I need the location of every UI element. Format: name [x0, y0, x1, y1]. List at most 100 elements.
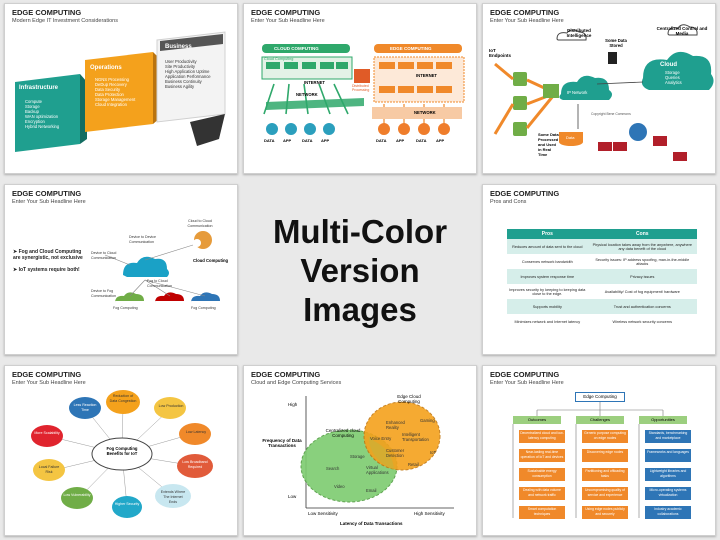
slide-subtitle: Enter Your Sub Headline Here — [490, 18, 564, 24]
item-virtual: Virtual Applications — [366, 465, 389, 475]
slide-subtitle: Enter Your Sub Headline Here — [490, 380, 564, 386]
center-title: Multi-Color Version Images — [272, 212, 448, 328]
petal-3: Low Latency — [185, 430, 207, 434]
slide-subtitle: Cloud and Edge Computing Services — [251, 380, 342, 386]
petal-7: Low Vulnerability — [63, 493, 91, 497]
edge-heading: EDGE COMPUTING — [390, 46, 432, 51]
venn-chart — [300, 396, 454, 509]
y-low: Low — [288, 494, 297, 499]
stored-label: Some Data Stored — [605, 38, 627, 48]
y-high: High — [288, 402, 298, 407]
label-c2c: Cloud to Cloud Communication — [187, 219, 213, 228]
cloud-heading: CLOUD COMPUTING — [274, 46, 319, 51]
slide-fog-benefits[interactable]: EDGE COMPUTING Enter Your Sub Headline H… — [4, 365, 238, 536]
slide-subtitle: Enter Your Sub Headline Here — [251, 18, 325, 24]
copyright-label: Copyright Bene Commons — [591, 112, 631, 116]
outcomes-list: Decentralized cloud and low-latency comp… — [519, 430, 565, 519]
petal-10: Less Reaction Time — [73, 403, 97, 412]
slide-title: EDGE COMPUTING — [12, 189, 82, 198]
item-video: Video — [334, 484, 345, 489]
central-label: Centralized Control and Media — [656, 26, 708, 36]
x-axis-label: Latency of Data Transactions — [340, 521, 403, 526]
slide-title: EDGE COMPUTING — [490, 370, 560, 379]
processed-label: Some Data Processed and Used in Real Tim… — [538, 132, 559, 157]
distributed-label: Distributed Processing — [352, 84, 370, 92]
iot-label: IoT Endpoints — [489, 48, 511, 58]
slide-investment[interactable]: EDGE COMPUTING Modern Edge IT Investment… — [4, 3, 238, 174]
slide-title: EDGE COMPUTING — [251, 8, 321, 17]
center-label: Fog Computing Benefits for IoT — [106, 446, 138, 456]
petal-5: Extends Where The Internet Ends — [160, 490, 186, 504]
item-detection: Customer Detection — [386, 448, 405, 458]
slide-fog-cloud[interactable]: EDGE COMPUTING Enter Your Sub Headline H… — [4, 184, 238, 355]
slide-cloud-vs-edge[interactable]: EDGE COMPUTING Enter Your Sub Headline H… — [243, 3, 477, 174]
step-graphic — [15, 31, 226, 152]
slide-subtitle: Enter Your Sub Headline Here — [12, 199, 86, 205]
petal-9: More Scalability — [34, 431, 60, 435]
item-search: Search — [326, 466, 340, 471]
network-label: NETWORK — [296, 92, 318, 97]
central-label: Centralized cloud Computing — [325, 428, 361, 438]
petal-2: Low Production — [158, 404, 184, 408]
item-transport: Intelligent Transportation — [402, 432, 429, 442]
label-d2f: Device to Fog Communication — [91, 289, 116, 298]
petal-4: Low Broadband Required — [182, 460, 208, 469]
slide-cloud-edge-services[interactable]: EDGE COMPUTING Cloud and Edge Computing … — [243, 365, 477, 536]
slide-subtitle: Pros and Cons — [490, 199, 527, 205]
edge-label: Edge Cloud Computing — [397, 394, 421, 404]
slide-title: EDGE COMPUTING — [12, 8, 82, 17]
root-node: Edge Computing — [575, 392, 625, 402]
opportunities-list: Standards, benchmarking and marketplace … — [645, 430, 691, 519]
slide-title: EDGE COMPUTING — [490, 8, 560, 17]
internet-label: INTERNET — [304, 80, 325, 85]
biz-heading: Business — [165, 44, 192, 50]
petal-1: Reduction of Data Congestion — [109, 394, 137, 403]
item-gaming: Gaming — [420, 418, 435, 423]
cloud-bar: Cloud Computing — [264, 57, 294, 61]
slide-subtitle: Enter Your Sub Headline Here — [12, 380, 86, 386]
benefits-cloud-diagram — [31, 390, 213, 518]
slide-title: EDGE COMPUTING — [490, 189, 560, 198]
col-opportunities: Opportunities — [639, 416, 687, 424]
dist-label: Distributed Intelligence — [566, 28, 592, 38]
label-cloud: Cloud Computing — [193, 258, 229, 263]
item-reality: Enhanced Reality — [386, 420, 405, 430]
y-axis-label: Frequency of Data Transactions — [262, 438, 302, 448]
slide-edge-tree[interactable]: EDGE COMPUTING Enter Your Sub Headline H… — [482, 365, 716, 536]
ipn-label: IP Network — [567, 90, 588, 95]
infra-heading: Infrastructure — [19, 85, 59, 91]
item-email: Email — [366, 488, 377, 493]
petal-6: Higher Security — [114, 502, 140, 506]
petal-8: Local Failure Risk — [38, 465, 60, 474]
x-low: Low Sensitivity — [308, 511, 338, 516]
fog-diagram — [104, 231, 220, 303]
slide-title: EDGE COMPUTING — [12, 370, 82, 379]
col-challenges: Challenges — [576, 416, 624, 424]
item-storage: Storage — [350, 454, 365, 459]
slide-subtitle: Modern Edge IT Investment Considerations — [12, 18, 118, 24]
col-outcomes: Outcomes — [513, 416, 561, 424]
data-label: Data — [566, 135, 575, 140]
bullet-list: ➤ Fog and Cloud Computing are synergisti… — [13, 249, 83, 273]
item-iot: IoT — [430, 450, 437, 455]
ops-heading: Operations — [90, 65, 122, 71]
slide-iot-network[interactable]: EDGE COMPUTING Enter Your Sub Headline H… — [482, 3, 716, 174]
label-fog1: Fog Computing — [113, 306, 138, 310]
x-high: High Sensitivity — [414, 511, 445, 516]
edge-network-label: NETWORK — [414, 110, 436, 115]
iot-diagram — [493, 24, 714, 161]
slide-title: EDGE COMPUTING — [251, 370, 321, 379]
label-d2d: Device to Device Communication — [129, 235, 156, 244]
architecture-diagram — [261, 44, 465, 135]
edge-internet-label: INTERNET — [416, 73, 437, 78]
challenges-list: Generic purpose computing on edge nodes … — [582, 430, 628, 519]
label-fog2: Fog Computing — [191, 306, 216, 310]
